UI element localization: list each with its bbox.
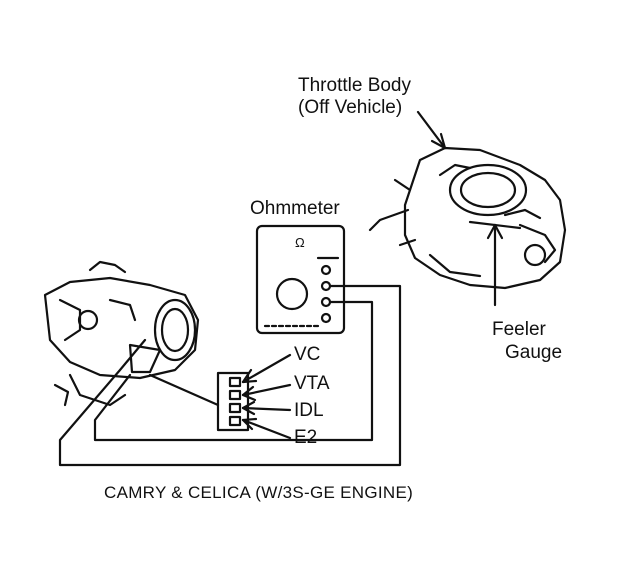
throttle-body-label-line2: (Off Vehicle) [298, 97, 403, 118]
ohmmeter [255, 224, 346, 335]
feeler-gauge-label-line1: Feeler [492, 319, 546, 340]
terminal-label-vta: VTA [294, 373, 330, 394]
ohm-symbol: Ω [295, 235, 305, 250]
ohmmeter-leads [58, 284, 402, 467]
terminal-label-idl: IDL [294, 400, 324, 421]
throttle-body-off-vehicle [368, 146, 567, 290]
throttle-body-label-line1: Throttle Body [298, 75, 411, 96]
ohmmeter-label: Ohmmeter [250, 198, 340, 219]
terminal-label-vc: VC [294, 344, 321, 365]
throttle-body-on-engine [43, 260, 200, 407]
throttle-body-arrow [416, 110, 447, 150]
terminal-label-e2: E2 [294, 427, 318, 448]
feeler-gauge-label-line2: Gauge [505, 342, 563, 363]
feeler-gauge-arrow [468, 220, 522, 307]
diagram-caption: CAMRY & CELICA (W/3S-GE ENGINE) [104, 483, 414, 502]
sensor-connector [148, 353, 292, 440]
